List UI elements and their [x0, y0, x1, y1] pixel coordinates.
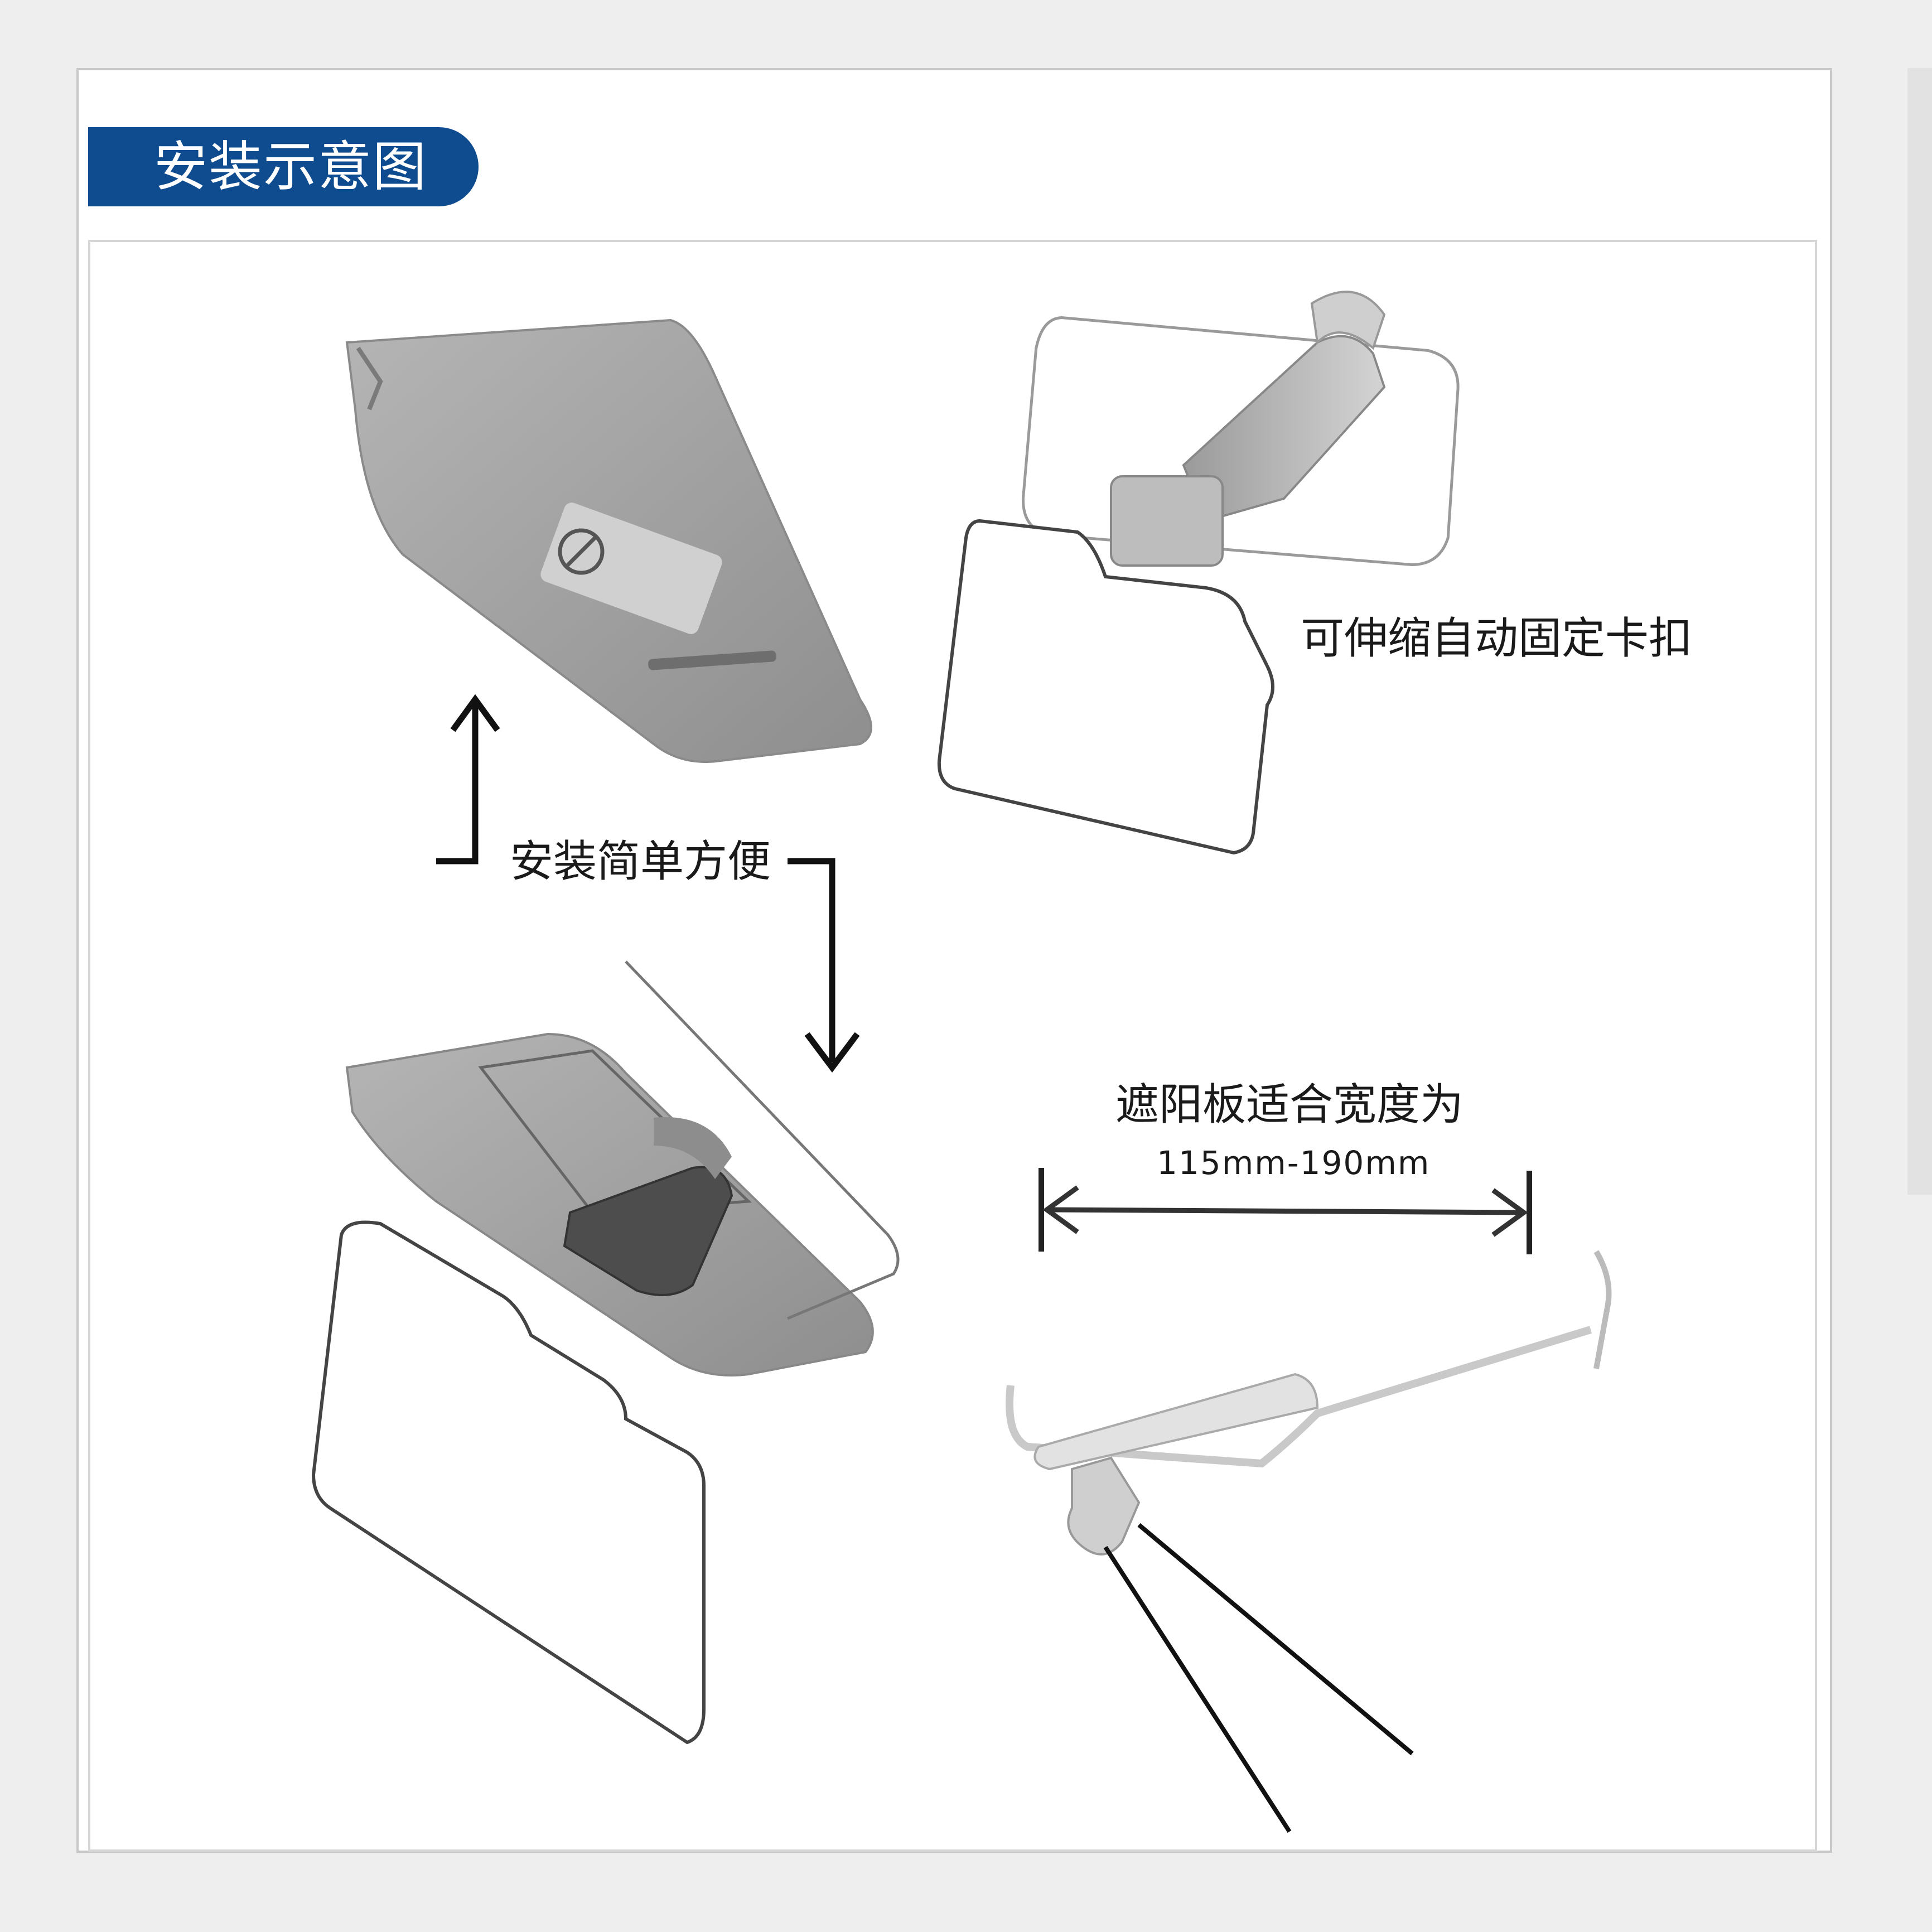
arrow-up-icon [436, 694, 500, 864]
telescopic-clip-label: 可伸缩自动固定卡扣 [1301, 614, 1693, 664]
installed-clip-illustration [311, 960, 900, 1745]
clip-side-view-illustration [1006, 1250, 1612, 1833]
page-title-banner: 安装示意图 [88, 127, 479, 206]
arrow-down-icon [788, 858, 860, 1073]
page-title: 安装示意图 [154, 136, 427, 198]
scrollbar-track[interactable] [1907, 68, 1932, 1195]
diagram-illustration [311, 291, 1612, 1833]
visor-width-title: 遮阳板适合宽度为 [1115, 1080, 1464, 1130]
installation-diagram: 可伸缩自动固定卡扣 安装简单方便 遮阳板适合宽度为 115mm-190mm [88, 240, 1817, 1852]
visor-width-range: 115mm-190mm [1157, 1144, 1431, 1182]
double-arrow-icon [1039, 1168, 1532, 1254]
easy-install-label: 安装简单方便 [510, 837, 771, 887]
visor-clip-illustration [937, 291, 1460, 855]
sun-visor-illustration [345, 318, 872, 763]
